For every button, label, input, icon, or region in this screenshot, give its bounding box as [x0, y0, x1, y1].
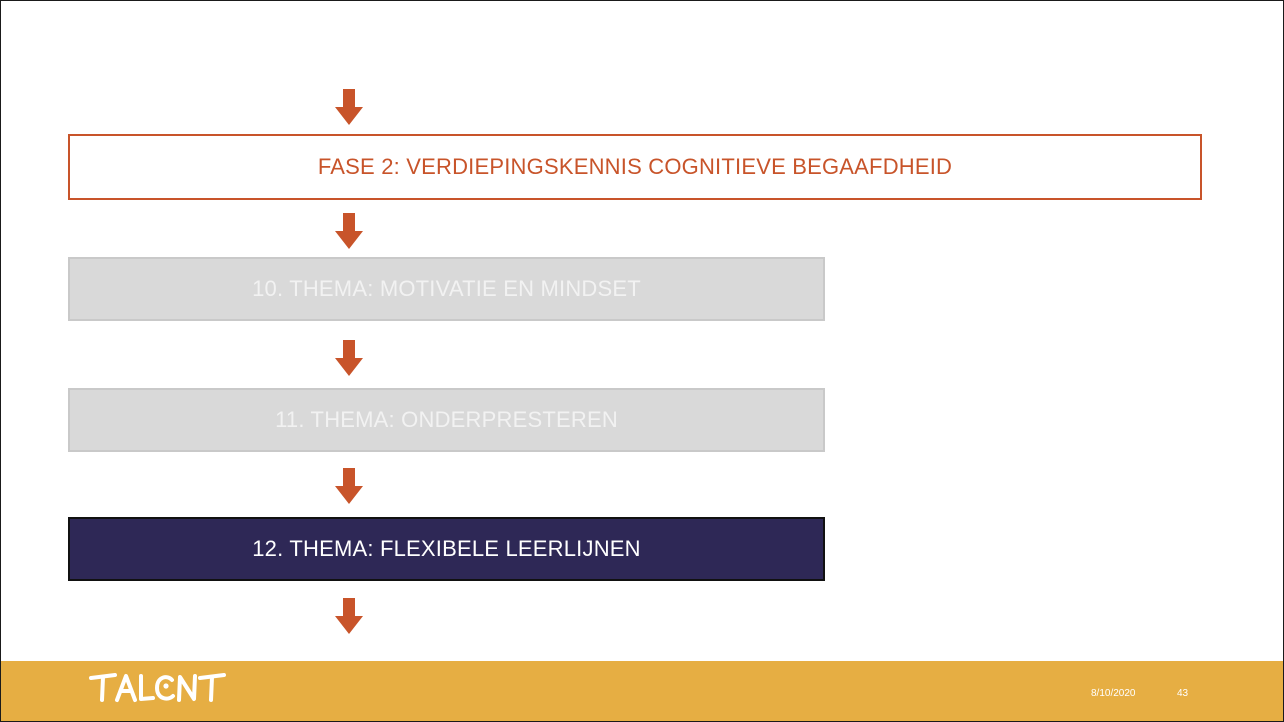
arrow-down-icon — [335, 468, 363, 504]
phase-box: FASE 2: VERDIEPINGSKENNIS COGNITIEVE BEG… — [68, 134, 1202, 200]
footer-date: 8/10/2020 — [1091, 688, 1136, 699]
phase-label: FASE 2: VERDIEPINGSKENNIS COGNITIEVE BEG… — [317, 154, 953, 179]
theme-label: 11. THEMA: ONDERPRESTEREN — [275, 407, 618, 432]
theme-label: 12. THEMA: FLEXIBELE LEERLIJNEN — [252, 536, 641, 561]
talent-logo — [89, 673, 226, 702]
arrow-down-icon — [335, 213, 363, 249]
theme-box-10: 10. THEMA: MOTIVATIE EN MINDSET — [68, 257, 825, 321]
footer-bar: 8/10/2020 43 — [1, 661, 1283, 721]
theme-label: 10. THEMA: MOTIVATIE EN MINDSET — [252, 276, 641, 301]
theme-box-12-active: 12. THEMA: FLEXIBELE LEERLIJNEN — [68, 517, 825, 581]
arrow-down-icon — [335, 598, 363, 634]
page-number: 43 — [1177, 688, 1189, 699]
theme-box-11: 11. THEMA: ONDERPRESTEREN — [68, 388, 825, 452]
arrow-down-icon — [335, 89, 363, 125]
arrow-down-icon — [335, 340, 363, 376]
